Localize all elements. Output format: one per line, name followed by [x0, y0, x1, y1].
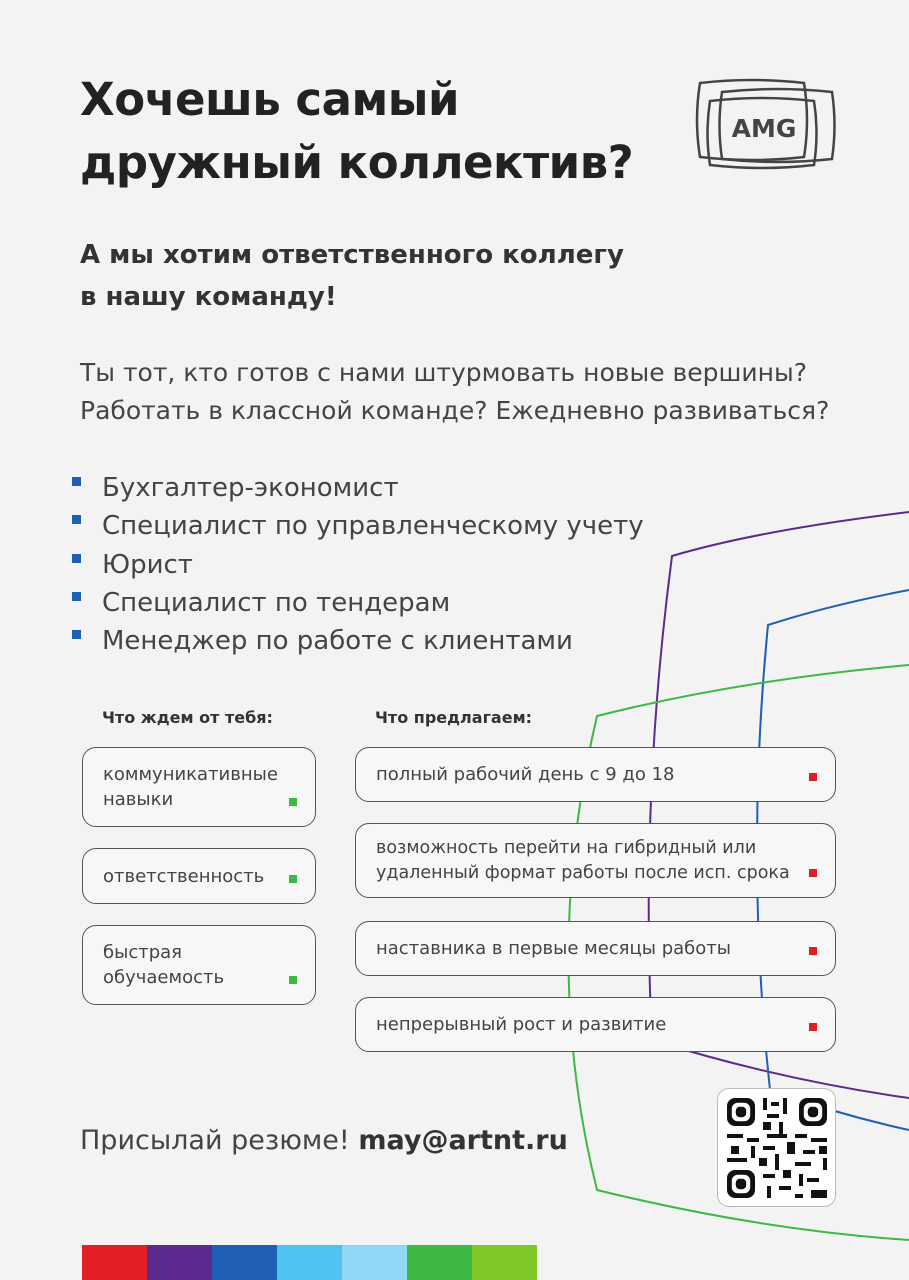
card-text: наставника в первые месяцы работы — [376, 938, 731, 959]
offer-card: возможность перейти на гибридный или уда… — [355, 823, 836, 898]
paragraph-line: Ты тот, кто готов с нами штурмовать новы… — [80, 358, 808, 387]
list-item: Специалист по тендерам — [72, 584, 644, 622]
vacancy-label: Менеджер по работе с клиентами — [102, 626, 573, 657]
color-swatch — [147, 1245, 212, 1280]
expect-card: быстрая обучаемость — [82, 925, 316, 1005]
offer-card: наставника в первые месяцы работы — [355, 921, 836, 976]
amg-logo: AMG — [695, 78, 836, 170]
card-text: ответственность — [103, 865, 265, 887]
offer-heading: Что предлагаем: — [375, 708, 533, 727]
page-title: Хочешь самый дружный коллектив? — [80, 68, 634, 194]
subtitle-line: А мы хотим ответственного коллегу — [80, 240, 624, 270]
red-square-icon — [809, 947, 817, 955]
bullet-icon — [72, 630, 81, 640]
color-swatch — [277, 1245, 342, 1280]
list-item: Юрист — [72, 546, 644, 584]
vacancy-list: Бухгалтер-экономист Специалист по управл… — [72, 469, 644, 660]
color-swatch — [472, 1245, 537, 1280]
red-square-icon — [809, 869, 817, 877]
bullet-icon — [72, 515, 81, 525]
paragraph-line: Работать в классной команде? Ежедневно р… — [80, 396, 830, 425]
subtitle-line: в нашу команду! — [80, 282, 337, 312]
red-square-icon — [809, 773, 817, 781]
red-square-icon — [809, 1023, 817, 1031]
subtitle: А мы хотим ответственного коллегу в нашу… — [80, 234, 624, 318]
offer-card: непрерывный рост и развитие — [355, 997, 836, 1052]
list-item: Специалист по управленческому учету — [72, 507, 644, 545]
qr-code-icon — [727, 1098, 827, 1198]
green-square-icon — [289, 875, 297, 883]
qr-code — [717, 1088, 836, 1207]
bullet-icon — [72, 591, 81, 601]
intro-paragraph: Ты тот, кто готов с нами штурмовать новы… — [80, 354, 829, 430]
green-square-icon — [289, 798, 297, 806]
expect-card: ответственность — [82, 848, 316, 904]
title-line: Хочешь самый — [80, 73, 459, 126]
card-text: непрерывный рост и развитие — [376, 1014, 667, 1035]
card-text: возможность перейти на гибридный или уда… — [376, 837, 790, 883]
vacancy-label: Специалист по тендерам — [102, 587, 451, 618]
expect-card: коммуникативные навыки — [82, 747, 316, 827]
bullet-icon — [72, 553, 81, 563]
card-text: полный рабочий день с 9 до 18 — [376, 764, 675, 785]
green-square-icon — [289, 976, 297, 984]
card-text: коммуникативные навыки — [103, 764, 278, 810]
color-swatch — [342, 1245, 407, 1280]
offer-card: полный рабочий день с 9 до 18 — [355, 747, 836, 802]
vacancy-label: Юрист — [102, 549, 193, 580]
list-item: Менеджер по работе с клиентами — [72, 622, 644, 660]
contact-email[interactable]: may@artnt.ru — [358, 1125, 568, 1156]
vacancy-label: Специалист по управленческому учету — [102, 511, 644, 542]
expect-heading: Что ждем от тебя: — [102, 708, 273, 727]
bullet-icon — [72, 477, 81, 486]
color-swatch — [212, 1245, 277, 1280]
card-text: быстрая обучаемость — [103, 942, 225, 988]
color-swatch — [82, 1245, 147, 1280]
list-item: Бухгалтер-экономист — [72, 469, 644, 507]
brand-color-bar — [82, 1245, 537, 1280]
title-line: дружный коллектив? — [80, 136, 634, 189]
vacancy-label: Бухгалтер-экономист — [102, 473, 399, 503]
contact-line: Присылай резюме! may@artnt.ru — [80, 1125, 568, 1156]
contact-text: Присылай резюме! — [80, 1125, 350, 1156]
svg-text:AMG: AMG — [732, 114, 797, 143]
color-swatch — [407, 1245, 472, 1280]
